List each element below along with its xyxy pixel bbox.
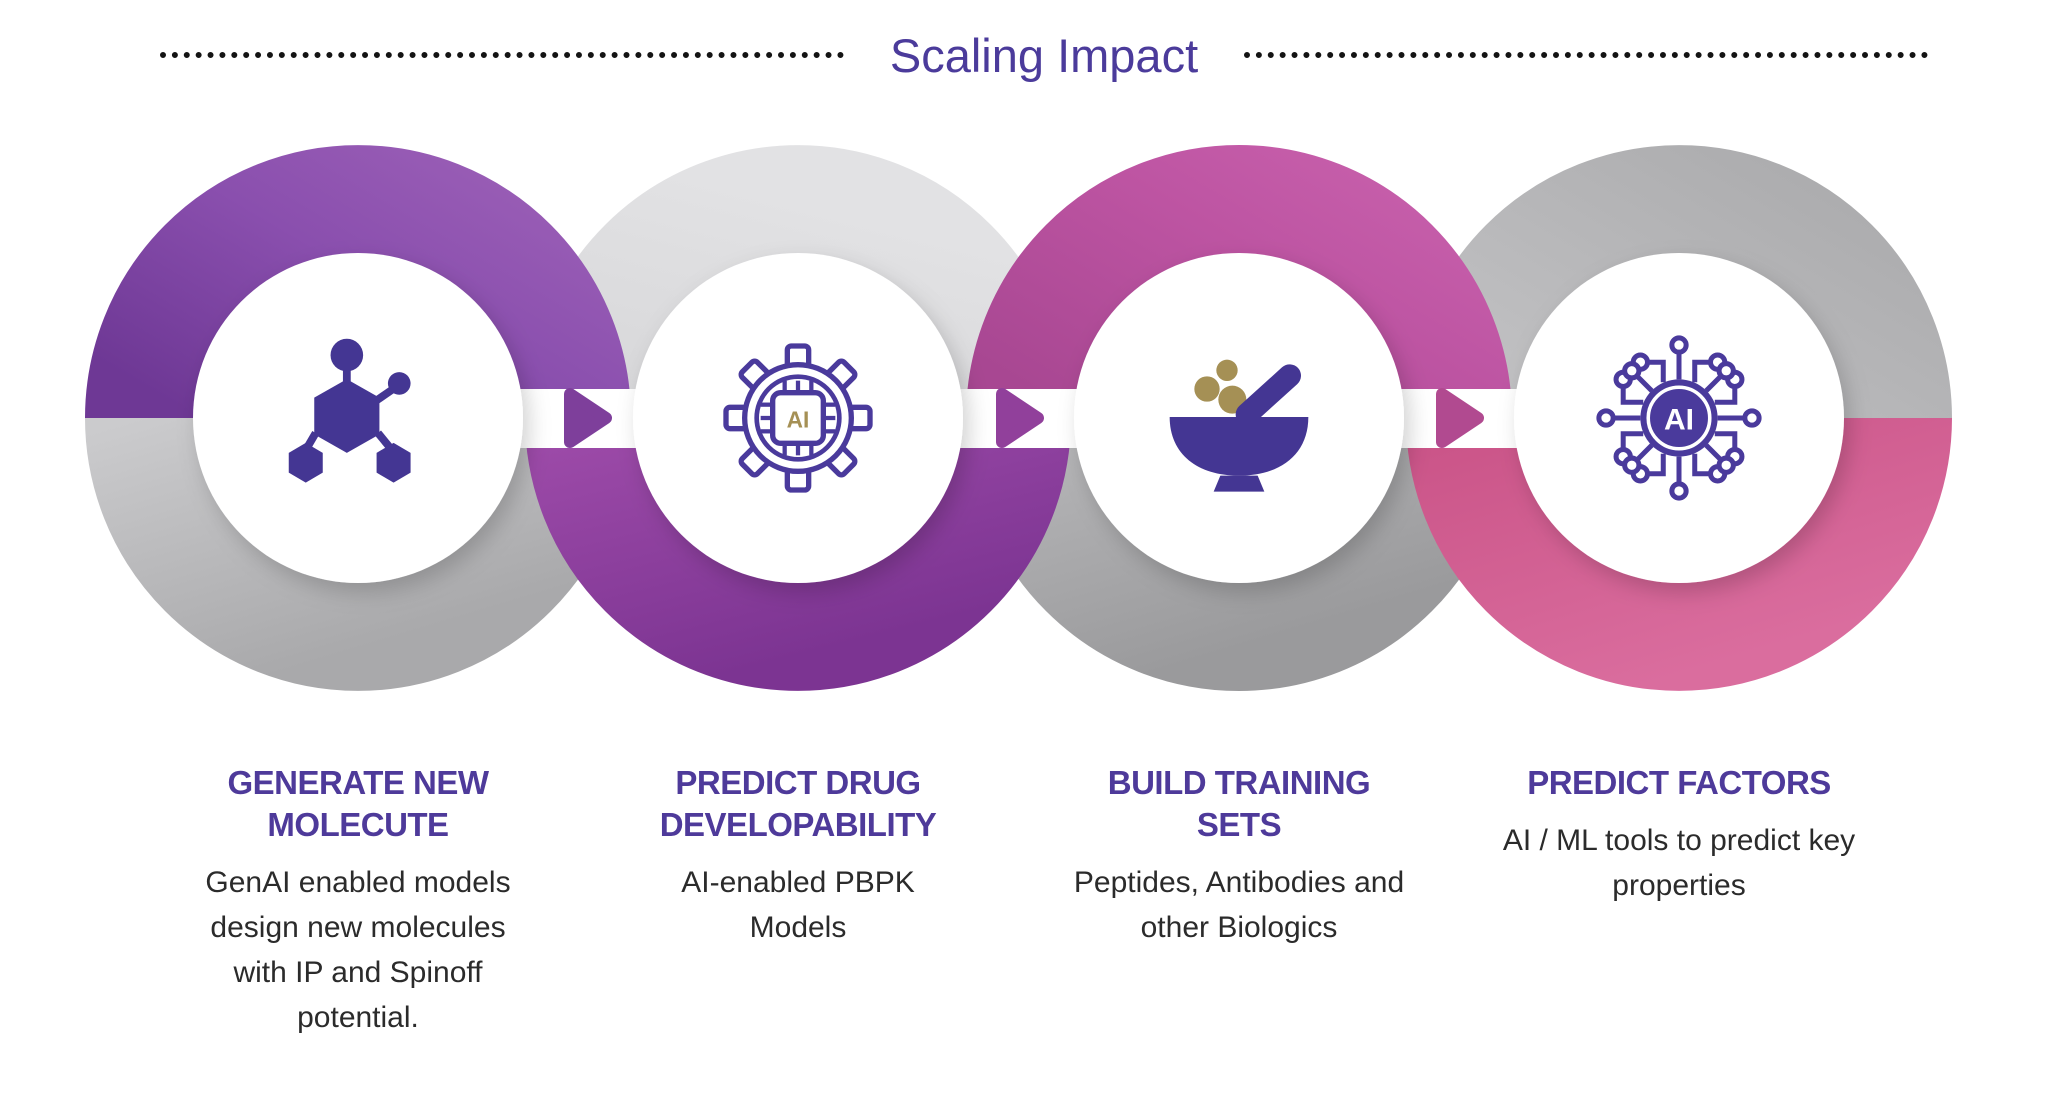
step-description: Peptides, Antibodies and other Biologics	[1073, 866, 1405, 945]
chip-label: AI	[787, 406, 810, 432]
title-row: Scaling Impact	[0, 20, 2048, 90]
step-description: AI-enabled PBPK Models	[681, 866, 915, 945]
ring-3-top-arc	[966, 145, 1512, 419]
step-heading: GENERATE NEW MOLECUTE	[227, 764, 489, 844]
arrow-right-icon	[1436, 388, 1484, 448]
step-heading: PREDICT FACTORS	[1527, 764, 1831, 801]
ring-4-bottom-arc	[1406, 417, 1952, 691]
step-heading: PREDICT DRUG DEVELOPABILITY	[659, 764, 937, 844]
step-3-text: BUILD TRAINING SETS Peptides, Antibodies…	[1029, 762, 1449, 950]
step-heading: BUILD TRAINING SETS	[1107, 764, 1371, 844]
step-description: GenAI enabled models design new molecule…	[205, 866, 511, 1035]
arrow-right-icon	[564, 388, 612, 448]
step-2-text: PREDICT DRUG DEVELOPABILITY AI-enabled P…	[588, 762, 1008, 950]
step-1-text: GENERATE NEW MOLECUTE GenAI enabled mode…	[148, 762, 568, 1040]
gear-ai-chip-icon: AI	[723, 343, 873, 493]
arrow-right-icon	[996, 388, 1044, 448]
page-title: Scaling Impact	[889, 28, 1199, 82]
step-description: AI / ML tools to predict key properties	[1502, 824, 1856, 903]
mortar-pestle-icon	[1169, 359, 1309, 492]
dotted-divider-left	[160, 52, 844, 58]
ai-circuit-icon: AI	[1596, 335, 1762, 501]
ring-color-halves	[85, 145, 1952, 691]
dotted-divider-right	[1244, 52, 1929, 58]
chip-label: AI	[1664, 403, 1694, 436]
ring-2-bottom-arc	[525, 417, 1071, 691]
flow-arrows	[564, 388, 1484, 448]
step-4-text: PREDICT FACTORS AI / ML tools to predict…	[1469, 762, 1889, 908]
molecule-icon	[288, 338, 411, 483]
ring-1-top-arc	[85, 145, 631, 419]
